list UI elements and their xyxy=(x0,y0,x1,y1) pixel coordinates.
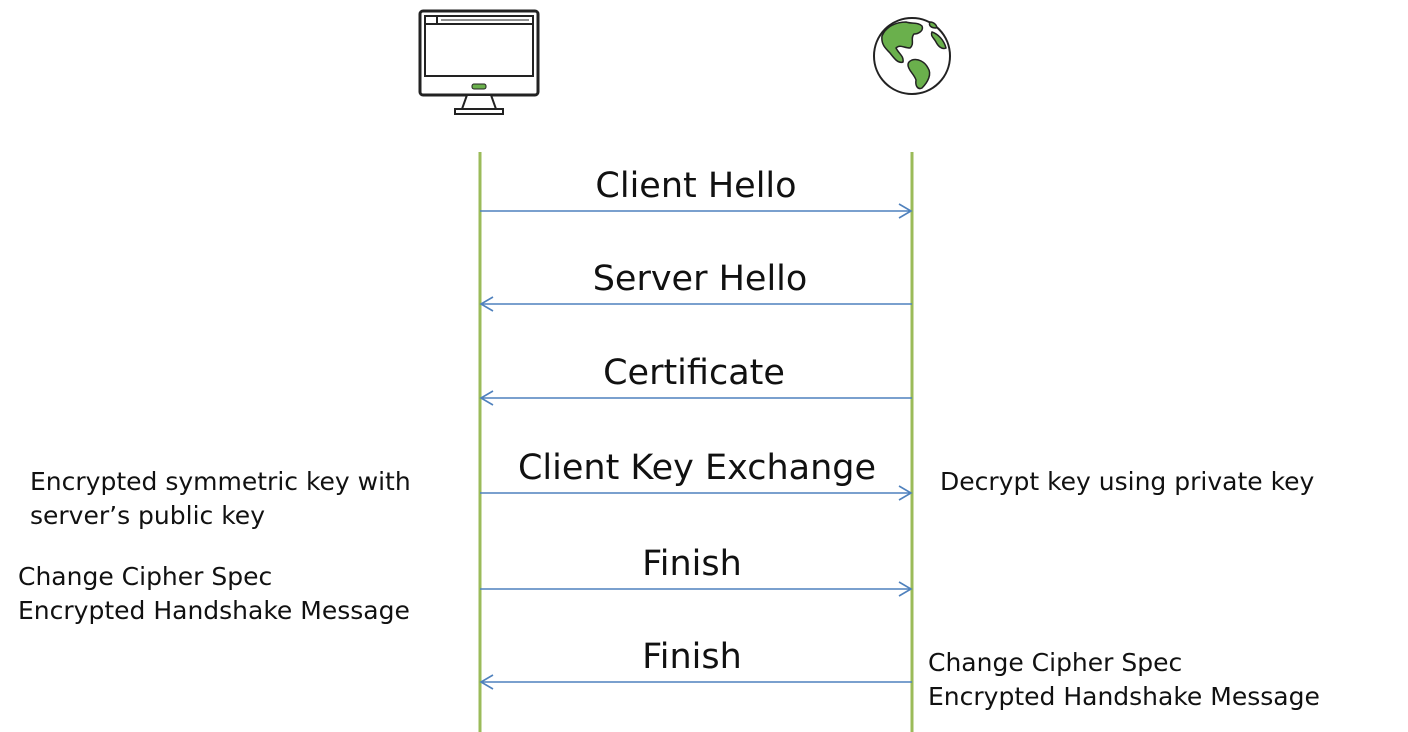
message-client-key-exchange: Client Key Exchange xyxy=(480,448,913,501)
message-label: Certificate xyxy=(603,353,785,393)
desktop-computer-icon xyxy=(418,9,540,115)
message-label: Client Key Exchange xyxy=(518,448,876,488)
message-certificate: Certificate xyxy=(479,353,912,406)
message-server-hello: Server Hello xyxy=(479,259,912,312)
message-label: Finish xyxy=(642,544,742,584)
note-line: Change Cipher Spec xyxy=(928,648,1183,677)
note-client-change-cipher-spec: Change Cipher Spec Encrypted Handshake M… xyxy=(18,560,410,628)
globe-icon xyxy=(873,17,951,95)
note-encrypted-symmetric-key: Encrypted symmetric key with server’s pu… xyxy=(30,465,411,533)
message-server-finish: Finish xyxy=(479,637,912,690)
message-label: Finish xyxy=(642,637,742,677)
message-label: Client Hello xyxy=(595,166,796,206)
note-line: Encrypted Handshake Message xyxy=(18,596,410,625)
message-label: Server Hello xyxy=(593,259,808,299)
note-line: Decrypt key using private key xyxy=(940,467,1315,496)
note-line: Change Cipher Spec xyxy=(18,562,273,591)
message-client-hello: Client Hello xyxy=(480,166,913,219)
note-line: Encrypted symmetric key with xyxy=(30,467,411,496)
message-client-finish: Finish xyxy=(480,544,913,597)
note-line: Encrypted Handshake Message xyxy=(928,682,1320,711)
note-line: server’s public key xyxy=(30,501,265,530)
note-server-change-cipher-spec: Change Cipher Spec Encrypted Handshake M… xyxy=(928,646,1320,714)
note-decrypt-key: Decrypt key using private key xyxy=(940,465,1314,499)
